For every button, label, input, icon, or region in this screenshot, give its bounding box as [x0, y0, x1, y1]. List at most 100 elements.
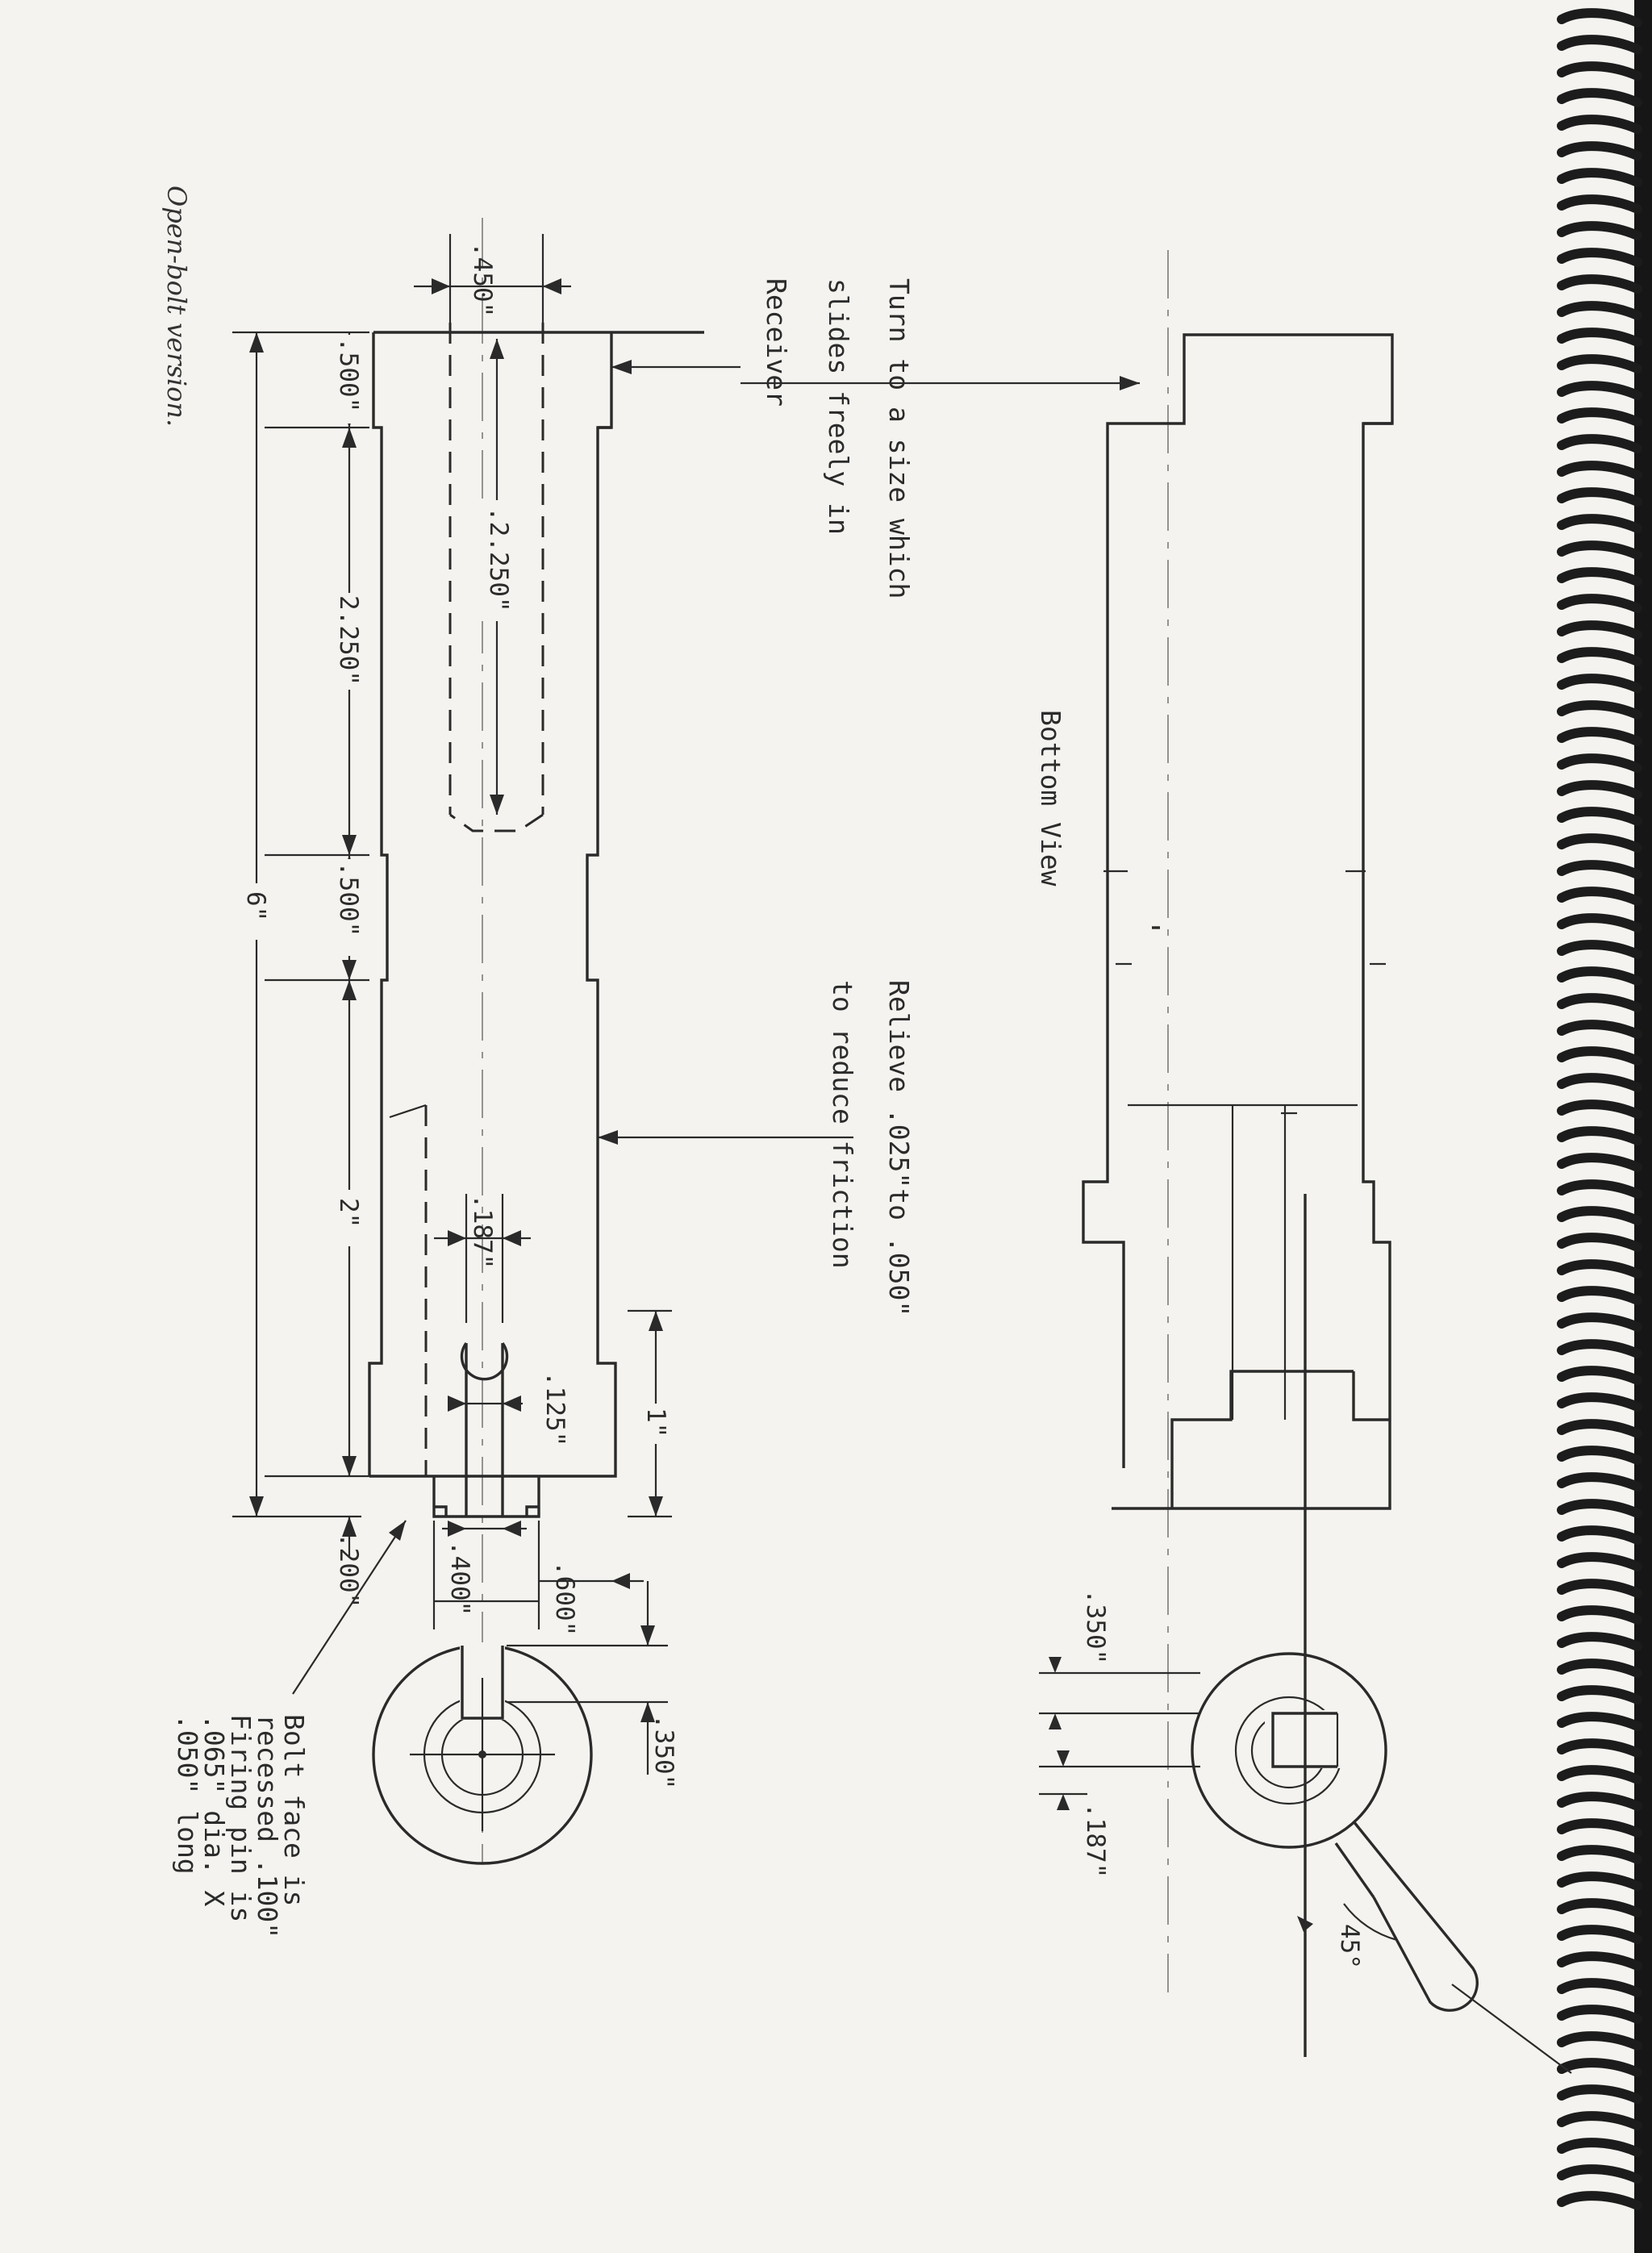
bottom-dim-angle: 45° [1335, 1924, 1364, 1969]
binding-coil [1557, 328, 1642, 347]
dim-end-slot: .350" [649, 1714, 678, 1789]
binding-coil [1557, 407, 1642, 427]
binding-coil [1557, 1951, 1642, 1971]
binding-coil [1557, 2111, 1642, 2130]
turn-note-line-1: Turn to a size which [883, 278, 915, 599]
binding-coil [1557, 61, 1642, 81]
relieve-note-line-2: to reduce friction [827, 980, 858, 1269]
dim-boss: .400" [445, 1541, 474, 1616]
binding-coil [1557, 1233, 1642, 1252]
bottom-view: Bottom View [740, 250, 1572, 2074]
binding-coil [1557, 1366, 1642, 1385]
binding-coil [1557, 1499, 1642, 1518]
binding-coil [1557, 1792, 1642, 1811]
dim-pin-head: .187" [468, 1194, 497, 1269]
binding-coil [1557, 194, 1642, 214]
binding-coil [1557, 1898, 1642, 1917]
bottom-dim-slot: .187" [1081, 1803, 1110, 1878]
binding-coil [1557, 1339, 1642, 1358]
dim-front: .200" [334, 1533, 363, 1608]
binding-coil [1557, 1658, 1642, 1678]
binding-coil [1557, 567, 1642, 586]
bolt-note-line-1: Bolt face is [278, 1714, 310, 1906]
binding-coil [1557, 2084, 1642, 2104]
binding-coil [1557, 620, 1642, 640]
binding-coil [1557, 141, 1642, 161]
binding-coil [1557, 1073, 1642, 1092]
binding-coil [1557, 1099, 1642, 1119]
dim-overall: 6" [241, 891, 270, 921]
binding-coil [1557, 434, 1642, 453]
binding-coil [1557, 115, 1642, 134]
binding-coil [1557, 1579, 1642, 1598]
binding-coil [1557, 1525, 1642, 1545]
binding-coil [1557, 8, 1642, 27]
binding-coil [1557, 354, 1642, 373]
binding-coil [1557, 1312, 1642, 1332]
binding-coil [1557, 1472, 1642, 1492]
binding-coil [1557, 807, 1642, 826]
binding-coil [1557, 1845, 1642, 1864]
binding-coil [1557, 1259, 1642, 1279]
dim-pin-shank: .125" [540, 1371, 569, 1446]
binding-coil [1557, 780, 1642, 799]
binding-coil [1557, 1765, 1642, 1784]
binding-coil [1557, 1419, 1642, 1438]
binding-coil [1557, 940, 1642, 959]
binding-coil [1557, 221, 1642, 240]
binding-coil [1557, 2058, 1642, 2077]
turn-note-line-2: slides freely in [823, 278, 854, 535]
dim-sec-3: .500" [334, 862, 363, 937]
dim-sec-2: 2.250" [334, 595, 363, 686]
binding-coil [1557, 833, 1642, 853]
binding-coil [1557, 674, 1642, 693]
binding-coil [1557, 913, 1642, 932]
dim-face: .600" [550, 1561, 579, 1636]
binding-coil [1557, 2191, 1642, 2210]
binding-coil [1557, 1552, 1642, 1571]
dim-sec-4: 2" [334, 1198, 363, 1228]
binding-coil [1557, 1392, 1642, 1412]
binding-coil [1557, 540, 1642, 560]
bottom-dim-width: .350" [1081, 1589, 1110, 1664]
binding-coil [1557, 753, 1642, 773]
binding-coil [1557, 1925, 1642, 1944]
binding-coil [1557, 1126, 1642, 1145]
binding-coil [1557, 1818, 1642, 1838]
relieve-note-line-1: Relieve .025"to .050" [883, 980, 915, 1316]
binding-coil [1557, 88, 1642, 107]
bolt-note-line-4: .065" dia. X [198, 1714, 230, 1907]
bolt-note-line-2: recessed .100" [252, 1714, 283, 1938]
bolt-note-line-5: .050" long [172, 1714, 203, 1875]
binding-coil [1557, 966, 1642, 986]
binding-coil [1557, 2005, 1642, 2024]
binding-coil [1557, 1446, 1642, 1465]
binding-coil [1557, 1286, 1642, 1305]
binding-coil [1557, 993, 1642, 1012]
binding-coil [1557, 487, 1642, 507]
dim-pin-len: 1" [641, 1408, 670, 1437]
binding-coil [1557, 2031, 1642, 2051]
dim-sec-1: .500" [334, 337, 363, 412]
binding-coil [1557, 1738, 1642, 1758]
binding-coil [1557, 594, 1642, 613]
binding-coil [1557, 1206, 1642, 1225]
binding-coil [1557, 274, 1642, 294]
binding-coil [1557, 1153, 1642, 1172]
binding-coil [1557, 1632, 1642, 1651]
side-view: Turn to a size which slides freely in Re… [172, 218, 915, 1938]
turn-note-line-3: Receiver [761, 278, 792, 407]
dim-bore-dia: .450" [468, 242, 497, 317]
binding-coil [1557, 2138, 1642, 2157]
binding-coil [1557, 514, 1642, 533]
binding-coil [1557, 887, 1642, 906]
binding-coil [1557, 860, 1642, 879]
binding-coil [1557, 700, 1642, 720]
binding-coil [1557, 168, 1642, 187]
binding-coil [1557, 1871, 1642, 1891]
binding-coil [1557, 1046, 1642, 1066]
binding-coil [1557, 647, 1642, 666]
binding-coil [1557, 1605, 1642, 1625]
